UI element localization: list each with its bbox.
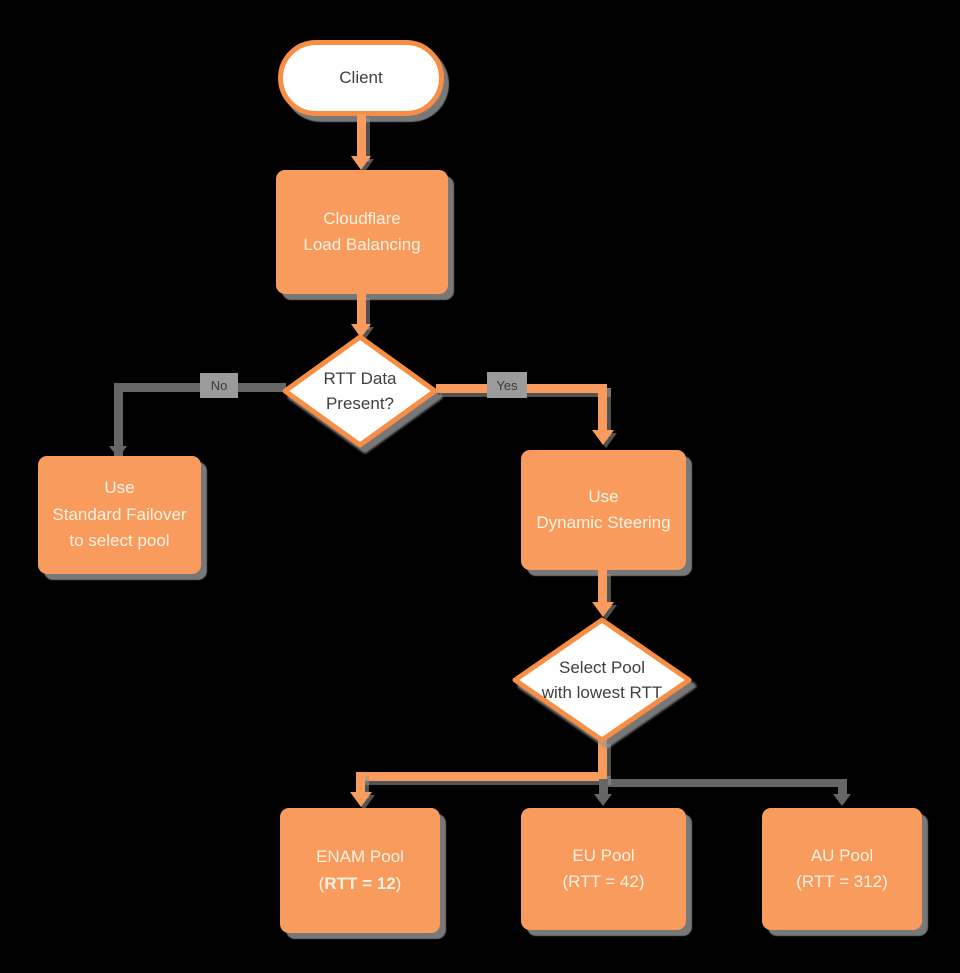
connector-eu-stub [599, 779, 608, 796]
standard-failover-line2: Standard Failover [52, 504, 187, 524]
node-au-pool: AU Pool (RTT = 312) [762, 808, 922, 930]
node-eu-pool: EU Pool (RTT = 42) [521, 808, 686, 930]
arrowhead-eu [594, 794, 612, 806]
au-pool-line1: AU Pool [810, 845, 874, 865]
node-select-pool-label: Select Pool with lowest RTT [512, 617, 692, 743]
enam-rtt-value: RTT = 12 [324, 873, 396, 893]
arrowhead-enam [350, 792, 372, 807]
connector-lb-to-rtt [357, 294, 366, 326]
standard-failover-line3: to select pool [69, 531, 170, 551]
enam-paren-open: ( [318, 873, 325, 893]
connector-enam-horizontal [356, 772, 607, 781]
diamond-shape [512, 617, 692, 743]
dynamic-steering-line1: Use [588, 486, 619, 506]
dynamic-steering-line2: Dynamic Steering [536, 513, 671, 532]
connector-ds-to-selectpool [598, 570, 607, 604]
node-dynamic-steering: Use Dynamic Steering [521, 450, 686, 570]
eu-pool-line1: EU Pool [572, 845, 635, 865]
arrowhead-no-branch [109, 446, 127, 458]
au-pool-line2: (RTT = 312) [796, 872, 888, 891]
select-pool-line2: with lowest RTT [541, 683, 663, 702]
node-load-balancer: Cloudflare Load Balancing [276, 170, 448, 294]
rtt-decision-line1: RTT Data [323, 368, 397, 388]
node-client-label: Client [339, 68, 383, 87]
enam-pool-line2: (RTT = 12) [319, 871, 402, 897]
node-load-balancer-line1: Cloudflare [323, 208, 401, 228]
edge-label-no-text: No [210, 378, 228, 393]
arrowhead-lb-to-rtt [351, 324, 371, 338]
node-load-balancer-line2: Load Balancing [303, 235, 421, 254]
select-pool-line1: Select Pool [559, 657, 645, 677]
connector-enam-stub [356, 772, 365, 794]
edge-label-yes: Yes [487, 372, 527, 398]
node-standard-failover: Use Standard Failover to select pool [38, 456, 201, 574]
connector-au-stub [838, 779, 847, 796]
node-client: Client [278, 40, 444, 116]
connector-no-vertical [114, 383, 123, 456]
connector-gray-horizontal [603, 779, 847, 787]
standard-failover-line1: Use [104, 478, 135, 498]
enam-pool-line1: ENAM Pool [316, 847, 404, 867]
enam-paren-close: ) [395, 873, 402, 893]
arrowhead-yes-branch [592, 430, 614, 445]
arrowhead-ds-to-selectpool [592, 602, 614, 617]
edge-label-no: No [200, 373, 238, 398]
eu-pool-line2: (RTT = 42) [562, 872, 645, 891]
edge-label-yes-text: Yes [496, 377, 518, 393]
arrowhead-au [833, 794, 851, 806]
connector-client-to-lb [357, 114, 366, 158]
rtt-decision-line2: Present? [325, 394, 395, 413]
node-enam-pool: ENAM Pool (RTT = 12) [280, 808, 440, 933]
node-rtt-decision-label: RTT Data Present? [282, 334, 438, 448]
connector-selectpool-down [598, 740, 607, 781]
connector-yes-vertical [598, 384, 607, 432]
arrowhead-client-to-lb [351, 156, 371, 170]
node-select-pool: Select Pool with lowest RTT [512, 617, 692, 743]
node-rtt-decision: RTT Data Present? [282, 334, 438, 448]
diamond-shape [282, 334, 438, 448]
